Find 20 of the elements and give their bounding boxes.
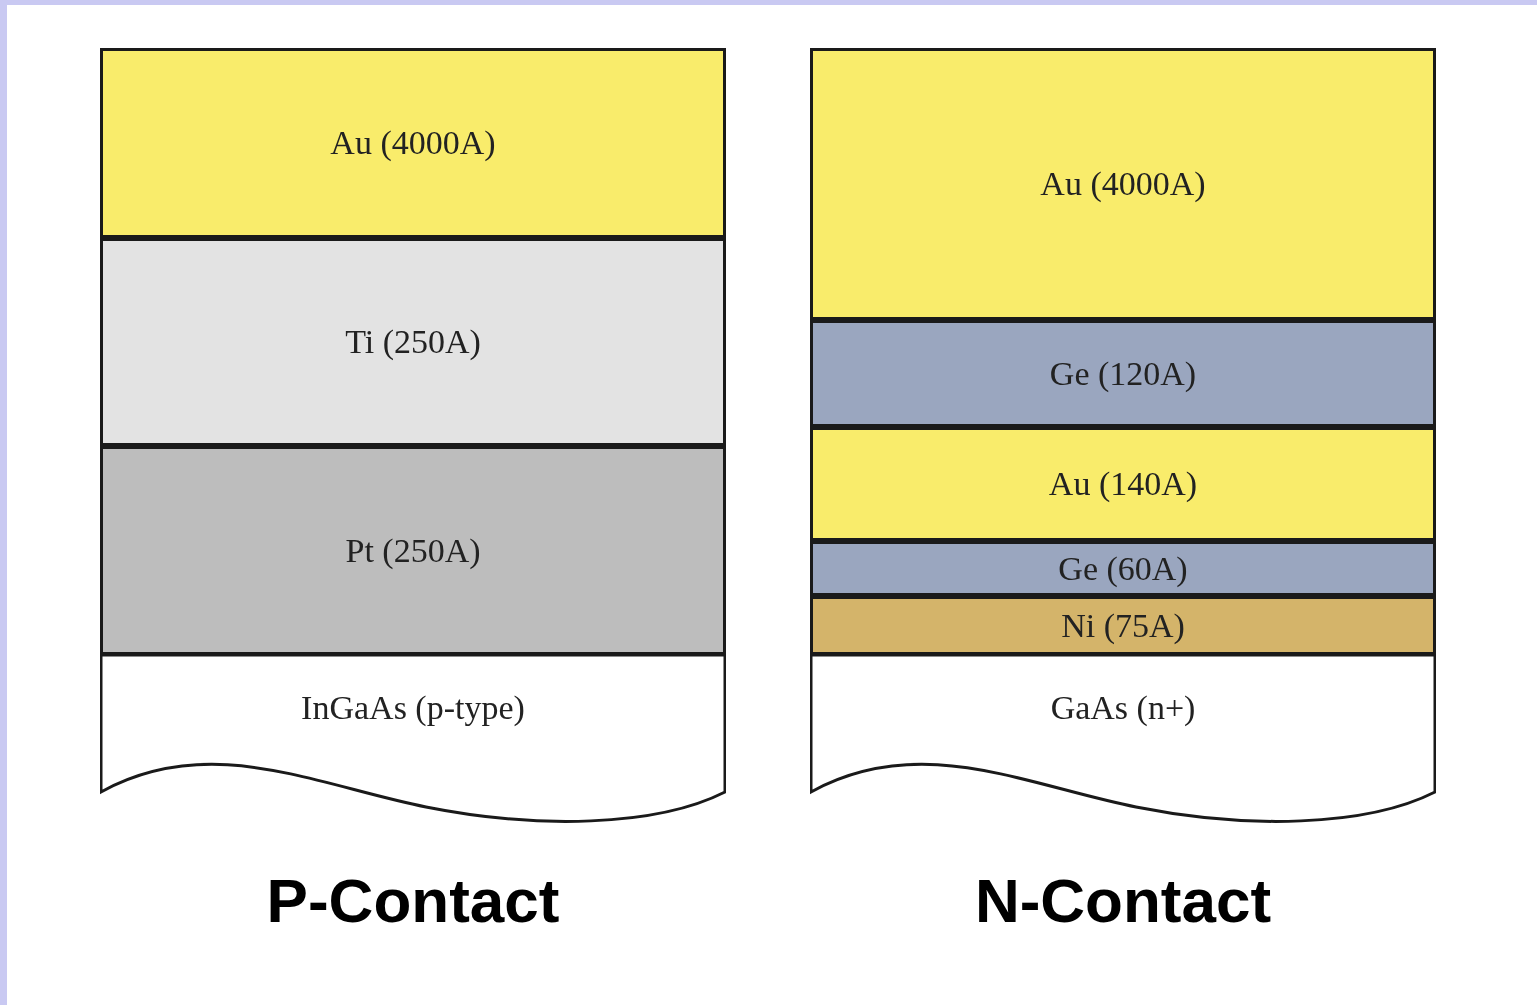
layer-label: Au (140A) (1048, 467, 1198, 501)
stack-title: N-Contact (974, 870, 1272, 932)
layer-label: GaAs (n+) (1050, 691, 1196, 725)
metal-layer (100, 238, 726, 446)
layer-label: Ge (120A) (1049, 356, 1197, 391)
metal-layer (810, 541, 1436, 596)
layer-label: Pt (250A) (345, 533, 481, 568)
layer-label: Ti (250A) (345, 325, 481, 359)
layer-label: Ni (75A) (1061, 608, 1185, 643)
metal-layer (810, 596, 1436, 655)
layer-label: InGaAs (p-type) (301, 691, 525, 725)
layer-label: Au (4000A) (330, 126, 496, 160)
metal-layer (810, 48, 1436, 320)
metal-layer (100, 48, 726, 238)
layer-label: Au (4000A) (1040, 167, 1206, 201)
metal-layer (810, 427, 1436, 541)
stack-title: P-Contact (266, 870, 560, 932)
metal-layer (810, 320, 1436, 427)
metal-layer (100, 446, 726, 655)
layer-label: Ge (60A) (1058, 551, 1188, 586)
